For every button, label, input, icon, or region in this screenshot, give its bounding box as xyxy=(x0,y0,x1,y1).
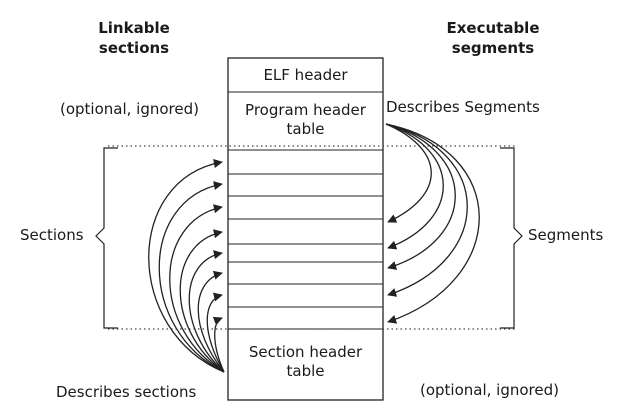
segment-arrow xyxy=(385,123,432,223)
heading-line: Executable xyxy=(446,19,540,37)
section-arrow xyxy=(206,292,225,373)
section-arrow xyxy=(188,250,225,373)
section-arrow xyxy=(148,159,225,373)
describes-segments-label: Describes Segments xyxy=(386,98,540,116)
elf-file-box xyxy=(227,57,384,401)
segment-arrow xyxy=(385,123,468,297)
segments-label: Segments xyxy=(528,226,604,244)
section-arrow xyxy=(169,204,225,373)
left-optional-label: (optional, ignored) xyxy=(60,100,199,118)
elf-header-label: ELF header xyxy=(263,66,348,84)
label-line: table xyxy=(286,120,325,138)
section-arrow xyxy=(158,181,225,373)
program-header-table-label: Program header table xyxy=(228,101,383,139)
heading-line: Linkable xyxy=(98,19,170,37)
label-line: Program header xyxy=(245,101,366,119)
dotted-boundaries xyxy=(108,145,515,330)
sections-brace xyxy=(95,147,118,329)
right-optional-label: (optional, ignored) xyxy=(420,381,559,399)
heading-line: segments xyxy=(451,39,535,57)
segment-arrow xyxy=(385,123,456,270)
section-arrow xyxy=(212,316,225,373)
section-header-table-label: Section header table xyxy=(228,343,383,381)
sections-label: Sections xyxy=(20,226,84,244)
linkable-sections-heading: Linkable sections xyxy=(74,18,194,58)
segments-brace xyxy=(500,147,523,329)
segment-arrow xyxy=(385,123,444,250)
describes-sections-label: Describes sections xyxy=(56,383,197,401)
section-arrows xyxy=(148,159,225,373)
segment-arrow xyxy=(385,123,480,324)
heading-line: sections xyxy=(98,39,170,57)
section-arrow xyxy=(179,229,225,373)
box-dividers xyxy=(228,91,383,330)
executable-segments-heading: Executable segments xyxy=(428,18,558,58)
label-line: Section header xyxy=(248,343,363,361)
section-arrow xyxy=(197,270,225,373)
segment-arrows xyxy=(385,123,480,324)
label-line: table xyxy=(286,362,325,380)
